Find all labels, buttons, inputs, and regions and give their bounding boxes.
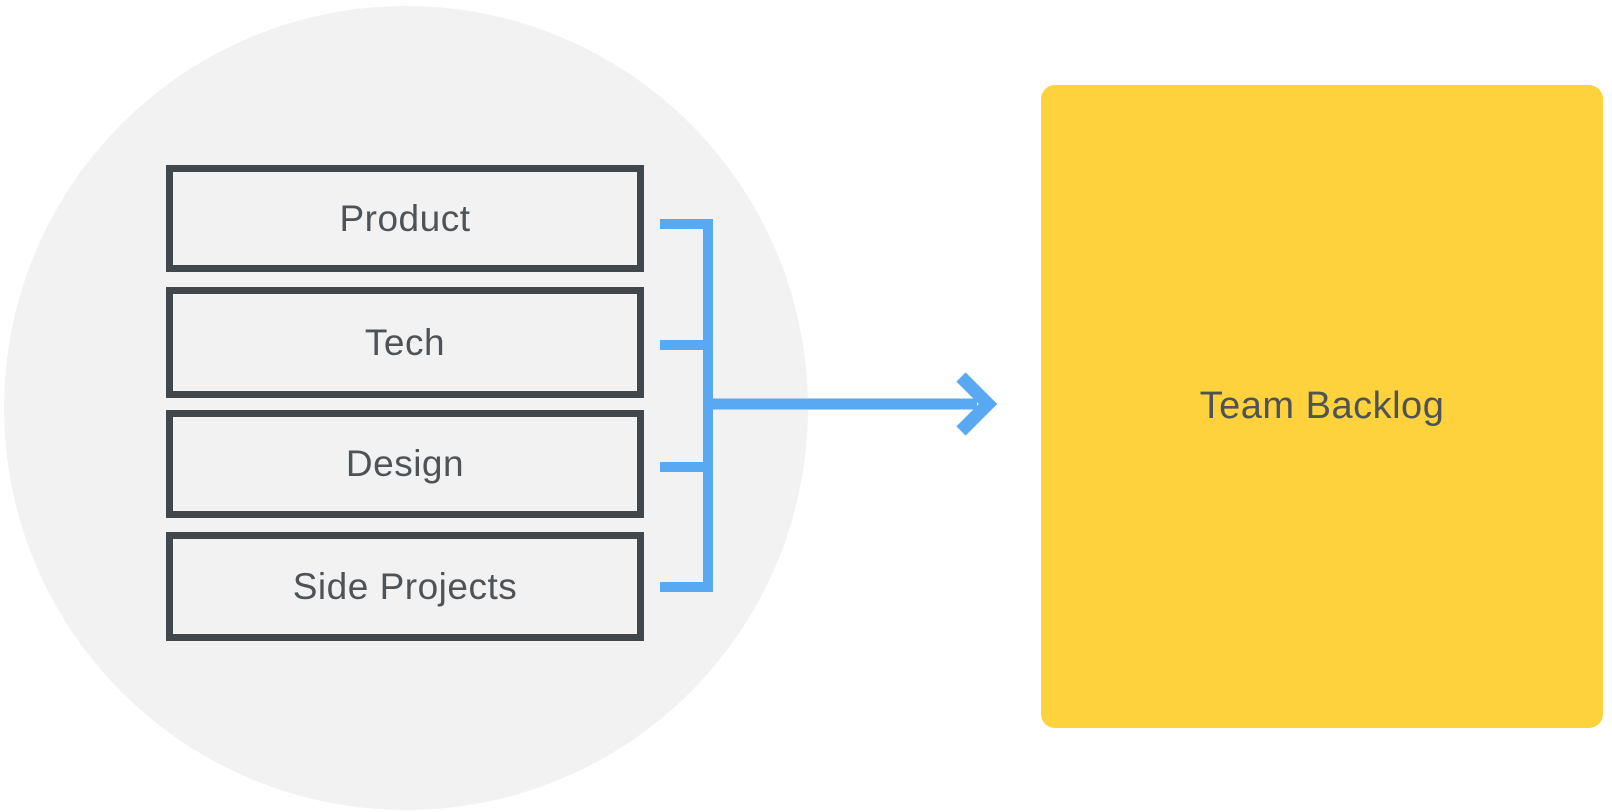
source-box-product: Product xyxy=(166,165,644,272)
source-box-design-label: Design xyxy=(345,443,465,484)
source-box-design: Design xyxy=(166,410,644,518)
arrowhead-icon xyxy=(956,372,998,436)
source-box-side-projects: Side Projects xyxy=(166,532,644,641)
team-backlog-card: Team Backlog xyxy=(1041,85,1603,728)
source-box-tech: Tech xyxy=(166,287,644,398)
team-circle-background xyxy=(4,6,808,810)
source-box-product-label: Product xyxy=(339,197,471,239)
source-box-side-projects-label: Side Projects xyxy=(292,565,518,607)
source-box-tech-label: Tech xyxy=(364,321,446,363)
team-backlog-label: Team Backlog xyxy=(1199,385,1445,427)
